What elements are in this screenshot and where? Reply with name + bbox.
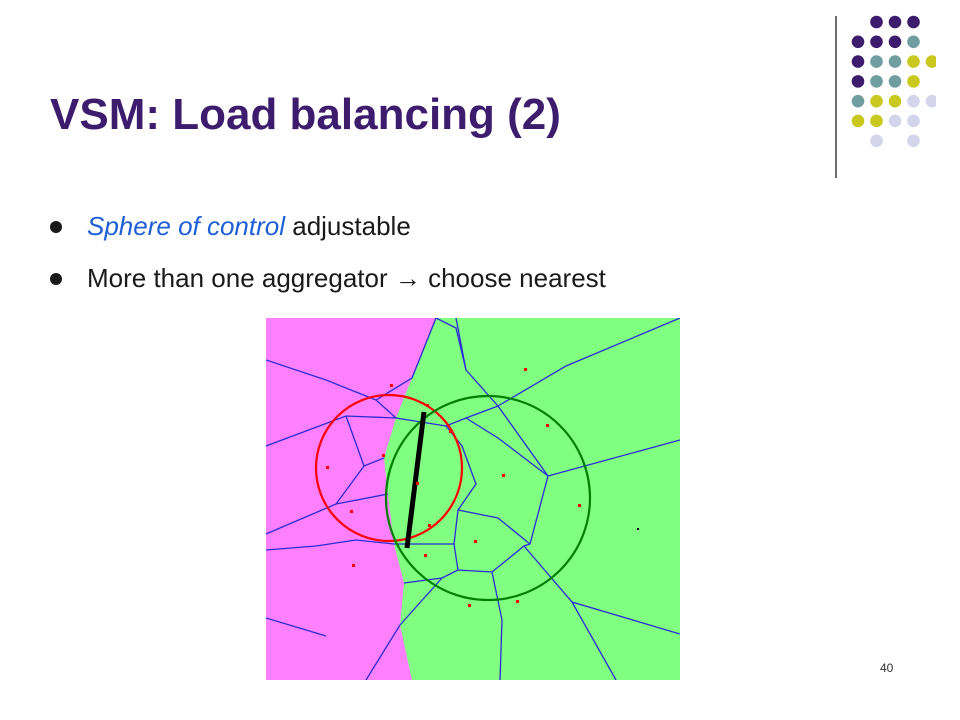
sensor-node: [637, 528, 639, 530]
bullet-list: Sphere of control adjustable More than o…: [50, 211, 606, 315]
decorative-dot: [888, 15, 902, 29]
page-number: 40: [880, 661, 894, 675]
partition-line: [404, 411, 427, 549]
sphere-of-control-a: [314, 393, 464, 543]
vertical-divider: [835, 16, 837, 178]
decorative-dot: [851, 35, 865, 49]
decorative-dot: [888, 75, 902, 88]
decorative-dot: [907, 94, 920, 108]
decorative-dot: [851, 55, 865, 68]
aggregator-a-region: [266, 318, 436, 680]
decorative-dot: [851, 75, 865, 88]
bullet-marker: [50, 221, 62, 233]
bullet-item: More than one aggregator → choose neares…: [50, 263, 606, 293]
decorative-dot: [907, 114, 920, 128]
bullet-text: More than one aggregator → choose neares…: [87, 263, 606, 293]
decorative-dot: [870, 15, 883, 29]
decorative-dot: [907, 15, 920, 29]
decorative-dot-grid: [851, 15, 936, 148]
decorative-dot: [851, 94, 865, 108]
decorative-dot: [907, 134, 920, 148]
bullet-item: Sphere of control adjustable: [50, 211, 606, 241]
voronoi-diagram: [266, 318, 680, 680]
decorative-dot: [870, 134, 883, 148]
decorative-dot: [870, 75, 883, 88]
decorative-dot: [925, 55, 936, 68]
sensor-nodes: [326, 368, 581, 607]
decorative-dot: [907, 75, 920, 88]
decorative-dot: [851, 114, 865, 128]
bullet-text: adjustable: [285, 211, 411, 241]
decorative-dot: [888, 35, 902, 49]
decorative-dot: [907, 35, 920, 49]
voronoi-edges: [266, 318, 680, 680]
decorative-dot: [870, 35, 883, 49]
decorative-dot: [870, 114, 883, 128]
decorative-dot: [870, 55, 883, 68]
decorative-dot: [907, 55, 920, 68]
slide-title: VSM: Load balancing (2): [50, 90, 561, 139]
decorative-dot: [925, 94, 936, 108]
decorative-dot: [888, 94, 902, 108]
decorative-dot: [888, 55, 902, 68]
sphere-of-control-b: [384, 394, 592, 602]
bullet-marker: [50, 273, 62, 285]
bullet-emphasis: Sphere of control: [87, 211, 286, 241]
decorative-dot: [870, 94, 883, 108]
decorative-dot: [888, 114, 902, 128]
